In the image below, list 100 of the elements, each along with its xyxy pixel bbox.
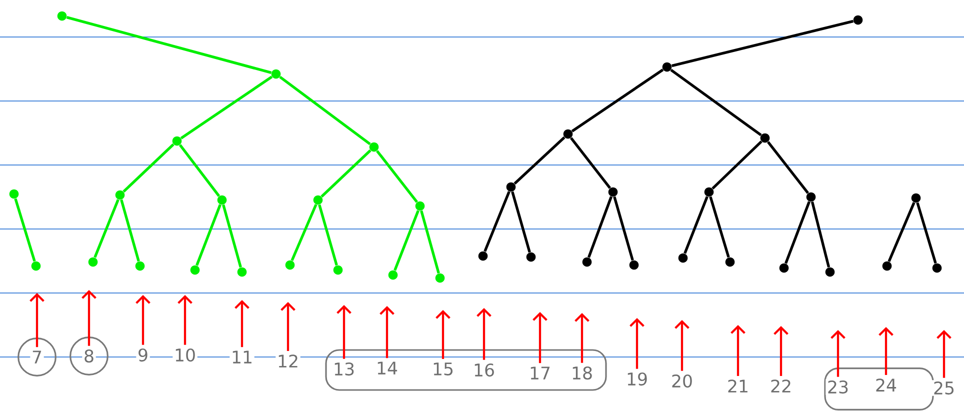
tree-branch	[14, 198, 36, 262]
tree-dot	[31, 261, 41, 271]
number-label: 22	[768, 378, 794, 394]
number-label: 23	[826, 379, 850, 395]
tree-dot	[313, 195, 323, 205]
tree-branch	[484, 191, 510, 252]
number-label: 8	[82, 348, 96, 364]
tree-dot	[678, 253, 688, 263]
tree-dot	[779, 263, 789, 273]
tree-branch	[420, 210, 440, 274]
tree-branch	[784, 201, 810, 264]
tree-branch	[613, 196, 634, 261]
tree-branch	[222, 204, 242, 268]
tree-branch	[320, 149, 372, 198]
tree-dot	[608, 187, 618, 197]
arrow	[30, 293, 44, 348]
tree-dot	[333, 265, 343, 275]
number-label: 20	[670, 373, 694, 389]
tree-branch	[671, 20, 854, 68]
arrow	[178, 295, 192, 345]
tree-branch	[94, 199, 120, 258]
tree-branch	[571, 68, 664, 132]
tree-branch	[394, 210, 420, 271]
tree-dot	[217, 195, 227, 205]
tree-dot	[506, 182, 516, 192]
number-label: 11	[230, 349, 254, 365]
number-label: 17	[528, 365, 552, 381]
circle-outline	[70, 336, 108, 376]
tree-dot	[190, 265, 200, 275]
tree-dot	[825, 267, 835, 277]
tree-branch	[376, 150, 418, 203]
tree-dot	[415, 201, 425, 211]
arrow	[630, 318, 644, 369]
tree-branch	[120, 199, 140, 262]
tree-dot	[57, 11, 67, 21]
number-label: 12	[276, 353, 300, 369]
tree-dot	[853, 15, 863, 25]
tree-branch	[670, 68, 762, 136]
number-label: 21	[726, 378, 750, 394]
number-label: 15	[430, 361, 456, 377]
circle-outline	[18, 338, 56, 376]
number-label: 25	[932, 380, 956, 396]
tree-dot	[435, 273, 445, 283]
tree-dot	[9, 189, 19, 199]
tree-dot	[88, 257, 98, 267]
tree-branch	[290, 204, 318, 261]
tree-branch	[712, 140, 762, 190]
tree-dot	[806, 192, 816, 202]
arrow	[830, 330, 846, 377]
arrow	[774, 326, 788, 376]
arrow	[730, 325, 746, 376]
arrow	[234, 300, 250, 348]
tree-dot	[725, 257, 735, 267]
arrow	[136, 295, 150, 345]
tree-dot	[526, 252, 536, 262]
tree-branch	[709, 196, 730, 258]
arrow	[436, 310, 450, 359]
number-label: 7	[30, 349, 44, 365]
tree-dot	[135, 261, 145, 271]
tree-branch	[122, 143, 174, 193]
group-outline	[824, 368, 934, 410]
number-label: 9	[136, 347, 150, 363]
tree-dot	[388, 270, 398, 280]
number-label: 13	[332, 361, 356, 377]
number-label: 19	[624, 371, 650, 387]
tree-dot	[582, 257, 592, 267]
tree-dot	[237, 267, 247, 277]
arrow	[336, 305, 352, 359]
tree-dot	[478, 251, 488, 261]
tree-branch	[180, 76, 273, 140]
tree-branch	[514, 136, 566, 185]
arrow	[380, 306, 394, 358]
tree-branch	[279, 76, 371, 146]
arrow	[674, 320, 690, 371]
tree-branch	[178, 144, 220, 197]
tree-dot	[271, 69, 281, 79]
number-label: 24	[874, 377, 898, 393]
tree-dot	[285, 260, 295, 270]
tree-branch	[766, 141, 810, 194]
tree-dot	[662, 62, 672, 72]
arrow	[936, 330, 952, 378]
tree-dot	[115, 190, 125, 200]
group-outline	[325, 349, 607, 391]
tree-branch	[888, 202, 916, 262]
arrow	[574, 313, 590, 363]
number-label: 18	[570, 365, 594, 381]
tree-branch	[684, 196, 708, 254]
tree-branch	[570, 137, 612, 189]
tree-dot	[629, 260, 639, 270]
tree-branch	[66, 16, 272, 74]
number-label: 10	[172, 347, 198, 363]
tree-dot	[172, 136, 182, 146]
tree-branch	[916, 202, 937, 264]
tree-branch	[196, 204, 222, 266]
number-label: 14	[374, 360, 400, 376]
arrow	[280, 302, 296, 351]
arrow	[476, 308, 492, 360]
tree-dot	[932, 263, 942, 273]
tree-dot	[882, 261, 892, 271]
tree-branch	[587, 196, 613, 258]
